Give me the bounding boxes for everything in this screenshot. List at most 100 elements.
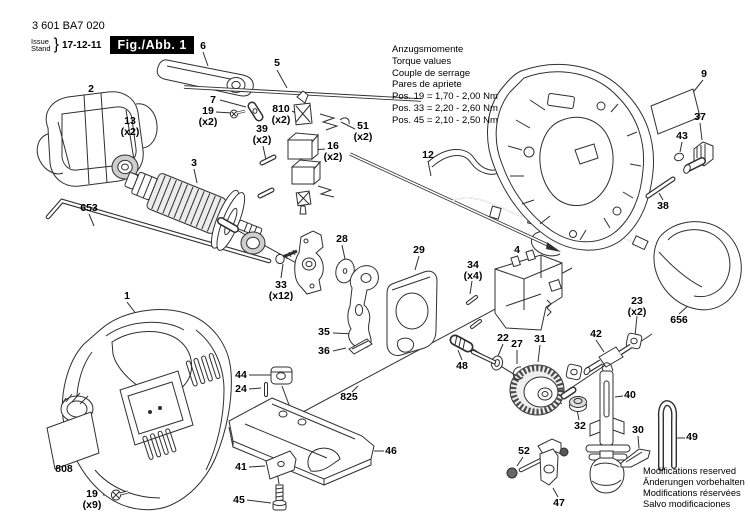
part-label-22: 22 bbox=[497, 332, 509, 344]
part-37-drawing bbox=[683, 141, 714, 174]
blade-holder-drawing bbox=[294, 230, 324, 295]
part-label-12: 12 bbox=[422, 149, 434, 161]
part-label-23: 23(x2) bbox=[628, 296, 647, 317]
part-19b-screw-drawing bbox=[110, 489, 129, 501]
part-13-bearing-drawing bbox=[111, 154, 139, 180]
modifications-note-line: Salvo modificaciones bbox=[643, 499, 731, 509]
part-label-51: 51(x2) bbox=[354, 121, 373, 142]
part-19a-screw-drawing bbox=[229, 109, 246, 119]
issue-label-line2: Stand bbox=[31, 44, 51, 53]
part-40-plunger-drawing bbox=[585, 362, 631, 494]
part-label-27: 27 bbox=[511, 338, 523, 350]
part-16-brushes-drawing bbox=[286, 132, 322, 186]
part-42-shaft-drawing bbox=[583, 343, 633, 376]
part-number: 16 bbox=[327, 140, 339, 152]
part-label-31: 31 bbox=[534, 333, 546, 345]
part-label-2: 2 bbox=[88, 83, 94, 95]
part-39-pins-drawing bbox=[257, 154, 277, 199]
part-label-39: 39(x2) bbox=[253, 124, 272, 145]
part-number: 810 bbox=[272, 103, 290, 115]
part-41-insert-drawing bbox=[265, 450, 297, 480]
part-label-28: 28 bbox=[336, 233, 348, 245]
part-51-springs-drawing bbox=[317, 113, 350, 198]
torque-note-line: Pos. 19 = 1,70 - 2,00 Nm bbox=[392, 91, 498, 103]
type-number: 3 601 BA7 020 bbox=[32, 20, 105, 32]
part-qty: (x2) bbox=[353, 130, 373, 143]
torque-note-line: Anzugsmomente bbox=[392, 44, 464, 55]
modifications-note-line: Modifications reserved bbox=[643, 466, 737, 476]
part-label-19b: 19(x9) bbox=[83, 489, 102, 510]
part-2-stator-drawing bbox=[36, 91, 158, 187]
part-4-switch-drawing bbox=[494, 249, 563, 331]
issue-label: Issue Stand bbox=[31, 37, 51, 53]
part-label-36: 36 bbox=[318, 345, 330, 357]
part-label-29: 29 bbox=[413, 244, 425, 256]
part-27-clip-drawing bbox=[512, 366, 524, 380]
part-qty: (x2) bbox=[120, 125, 140, 138]
mid-bearing-drawing bbox=[217, 217, 266, 255]
part-label-30: 30 bbox=[632, 424, 644, 436]
part-label-19a: 19(x2) bbox=[199, 106, 218, 127]
part-label-46: 46 bbox=[385, 445, 397, 457]
part-qty: (x12) bbox=[268, 289, 294, 302]
part-label-808: 808 bbox=[55, 463, 73, 475]
part-30-lever-drawing bbox=[620, 448, 651, 468]
part-label-7: 7 bbox=[210, 94, 216, 106]
part-label-810: 810(x2) bbox=[272, 104, 291, 125]
part-label-24: 24 bbox=[235, 383, 247, 395]
part-label-52: 52 bbox=[518, 445, 530, 457]
part-label-43: 43 bbox=[676, 130, 688, 142]
part-29-plate-drawing bbox=[386, 270, 438, 356]
part-label-37: 37 bbox=[694, 111, 706, 123]
part-810-brush-drawing bbox=[293, 90, 313, 126]
part-653-hex-key-drawing bbox=[45, 198, 272, 264]
part-49-guard-drawing bbox=[657, 400, 678, 471]
part-label-6: 6 bbox=[200, 40, 206, 52]
part-label-3: 3 bbox=[191, 157, 197, 169]
part-label-32: 32 bbox=[574, 420, 586, 432]
part-qty: (x2) bbox=[627, 305, 647, 318]
torque-note-line: Couple de serrage bbox=[392, 67, 471, 79]
part-label-16: 16(x2) bbox=[324, 141, 343, 162]
torque-note-line: Pares de apriete bbox=[392, 79, 462, 91]
part-45-screw-drawing bbox=[272, 484, 287, 511]
modifications-note-line: Modifications réservées bbox=[643, 488, 741, 498]
part-number: 39 bbox=[256, 123, 268, 135]
part-48-drawing bbox=[449, 334, 497, 365]
torque-note-line: Pos. 33 = 2,20 - 2,60 Nm bbox=[392, 102, 498, 114]
part-number: 23 bbox=[631, 295, 643, 307]
part-33-screw-drawing bbox=[275, 249, 298, 265]
part-qty: (x2) bbox=[271, 113, 291, 126]
part-number: 34 bbox=[467, 259, 479, 271]
part-46-base-plate-drawing bbox=[228, 397, 375, 486]
housing-half-drawing bbox=[487, 64, 655, 251]
part-qty: (x9) bbox=[82, 498, 102, 511]
torque-note: Anzugsmomente Torque values Couple de se… bbox=[392, 44, 498, 127]
part-label-35: 35 bbox=[318, 326, 330, 338]
part-7-drawing bbox=[247, 101, 264, 122]
part-3-armature-drawing bbox=[124, 171, 263, 251]
part-label-653: 653 bbox=[80, 202, 98, 214]
part-qty: (x2) bbox=[198, 115, 218, 128]
part-35-link-drawing bbox=[347, 265, 379, 349]
part-label-13: 13(x2) bbox=[121, 116, 140, 137]
part-number: 19 bbox=[86, 488, 98, 500]
part-number: 33 bbox=[275, 279, 287, 291]
part-label-1: 1 bbox=[124, 290, 130, 302]
part-44-nut-drawing bbox=[270, 366, 293, 385]
part-1-housing-drawing bbox=[60, 309, 232, 511]
issue-block: Issue Stand } 17-12-11 Fig./Abb. 1 bbox=[31, 36, 194, 54]
part-12-rod-drawing bbox=[349, 152, 561, 252]
part-9-nameplate-drawing bbox=[650, 88, 701, 135]
part-label-41: 41 bbox=[235, 461, 247, 473]
part-qty: (x4) bbox=[463, 269, 483, 282]
part-label-33: 33(x12) bbox=[269, 280, 294, 301]
part-label-9: 9 bbox=[701, 68, 707, 80]
part-label-825: 825 bbox=[340, 391, 358, 403]
modifications-note: Modifications reserved Änderungen vorbeh… bbox=[643, 466, 745, 510]
part-656-cover-drawing bbox=[653, 221, 742, 311]
part-43-ring-drawing bbox=[674, 152, 684, 162]
part-label-5: 5 bbox=[274, 57, 280, 69]
modifications-note-line: Änderungen vorbehalten bbox=[643, 477, 745, 487]
